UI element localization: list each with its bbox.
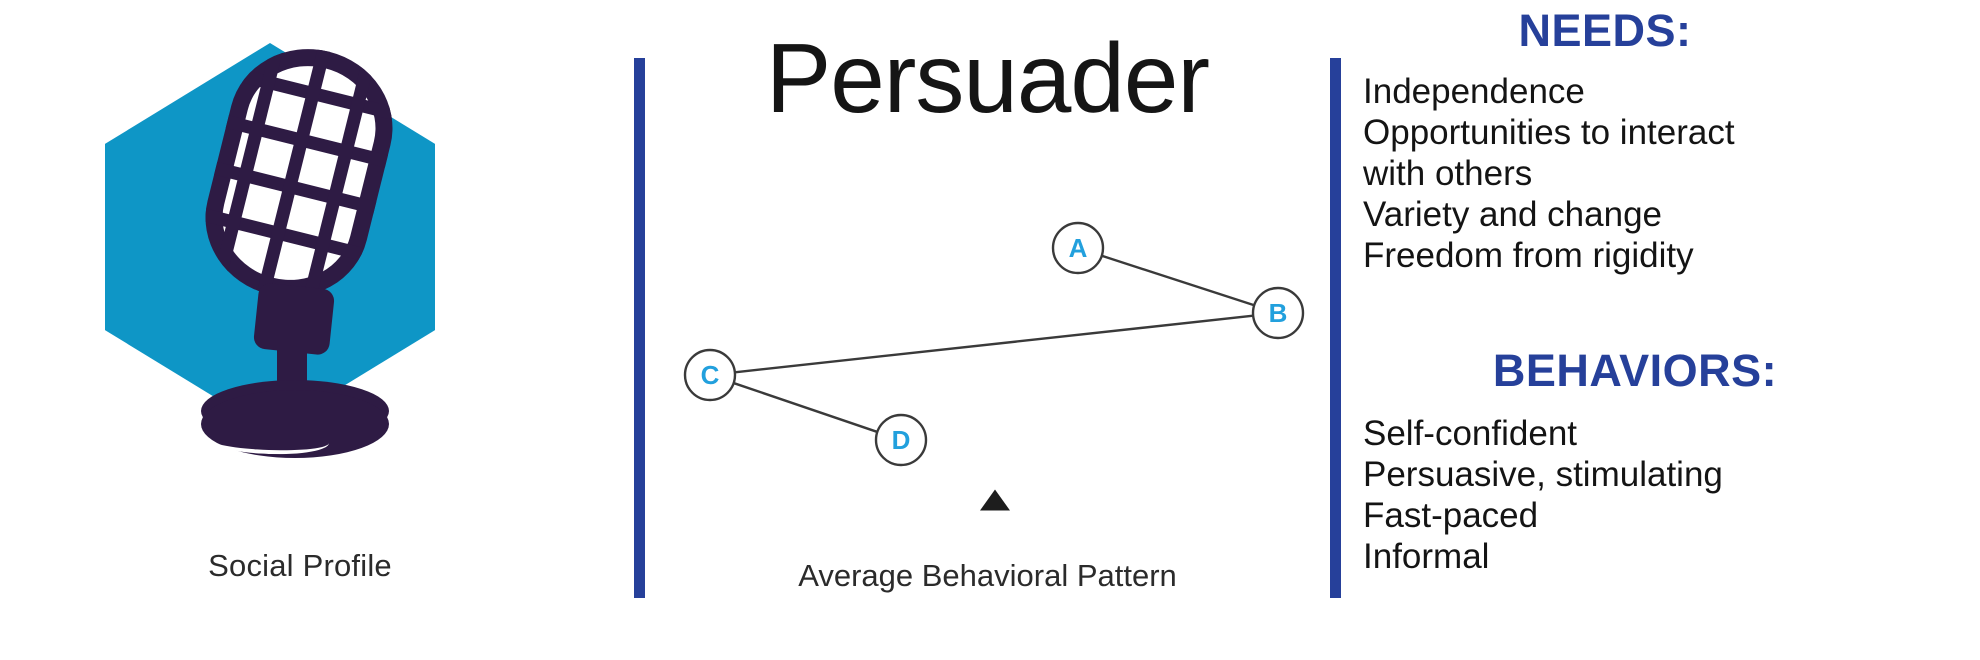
chart-node-c[interactable]: C: [683, 348, 737, 402]
chart-edge-AB: [1101, 254, 1255, 307]
behavioral-pattern-caption: Average Behavioral Pattern: [798, 558, 1177, 593]
behaviors-heading: BEHAVIORS:: [1492, 345, 1778, 396]
microphone-icon: [143, 31, 435, 458]
mic-base: [201, 390, 389, 458]
chart-node-label: D: [892, 425, 911, 455]
chart-edge-CD: [733, 381, 878, 434]
social-profile-panel: Social Profile: [0, 0, 620, 660]
mic-grille: [189, 31, 409, 315]
behavioral-pattern-chart: A B C D: [683, 221, 1305, 511]
chart-node-label: B: [1269, 298, 1288, 328]
chart-node-b[interactable]: B: [1251, 286, 1305, 340]
needs-list: Independence Opportunities to interact w…: [1363, 72, 1735, 275]
chart-nodes: A B C D: [683, 221, 1305, 467]
social-profile-caption: Social Profile: [208, 548, 392, 583]
traits-panel: NEEDS: Independence Opportunities to int…: [1355, 0, 1980, 660]
chart-node-circle: [1051, 221, 1105, 275]
chart-node-label: C: [701, 360, 720, 390]
chart-edges: [733, 254, 1255, 434]
divider-right: [1330, 58, 1341, 598]
needs-heading: NEEDS:: [1518, 5, 1692, 56]
page-title: Persuader: [765, 23, 1210, 133]
chart-edge-BC: [734, 314, 1254, 374]
profile-type-panel: Persuader A B C D Average Behavioral Patter…: [645, 0, 1330, 660]
chart-node-a[interactable]: A: [1051, 221, 1105, 275]
chart-node-label: A: [1069, 233, 1088, 263]
chart-node-circle: [874, 413, 928, 467]
social-profile-logo: [105, 31, 435, 458]
chart-node-circle: [1251, 286, 1305, 340]
chart-node-circle: [683, 348, 737, 402]
triangle-marker-shape: [980, 489, 1010, 511]
divider-left: [634, 58, 645, 598]
behaviors-list: Self-confident Persuasive, stimulating F…: [1363, 414, 1723, 576]
chart-node-d[interactable]: D: [874, 413, 928, 467]
triangle-marker: [980, 489, 1010, 511]
